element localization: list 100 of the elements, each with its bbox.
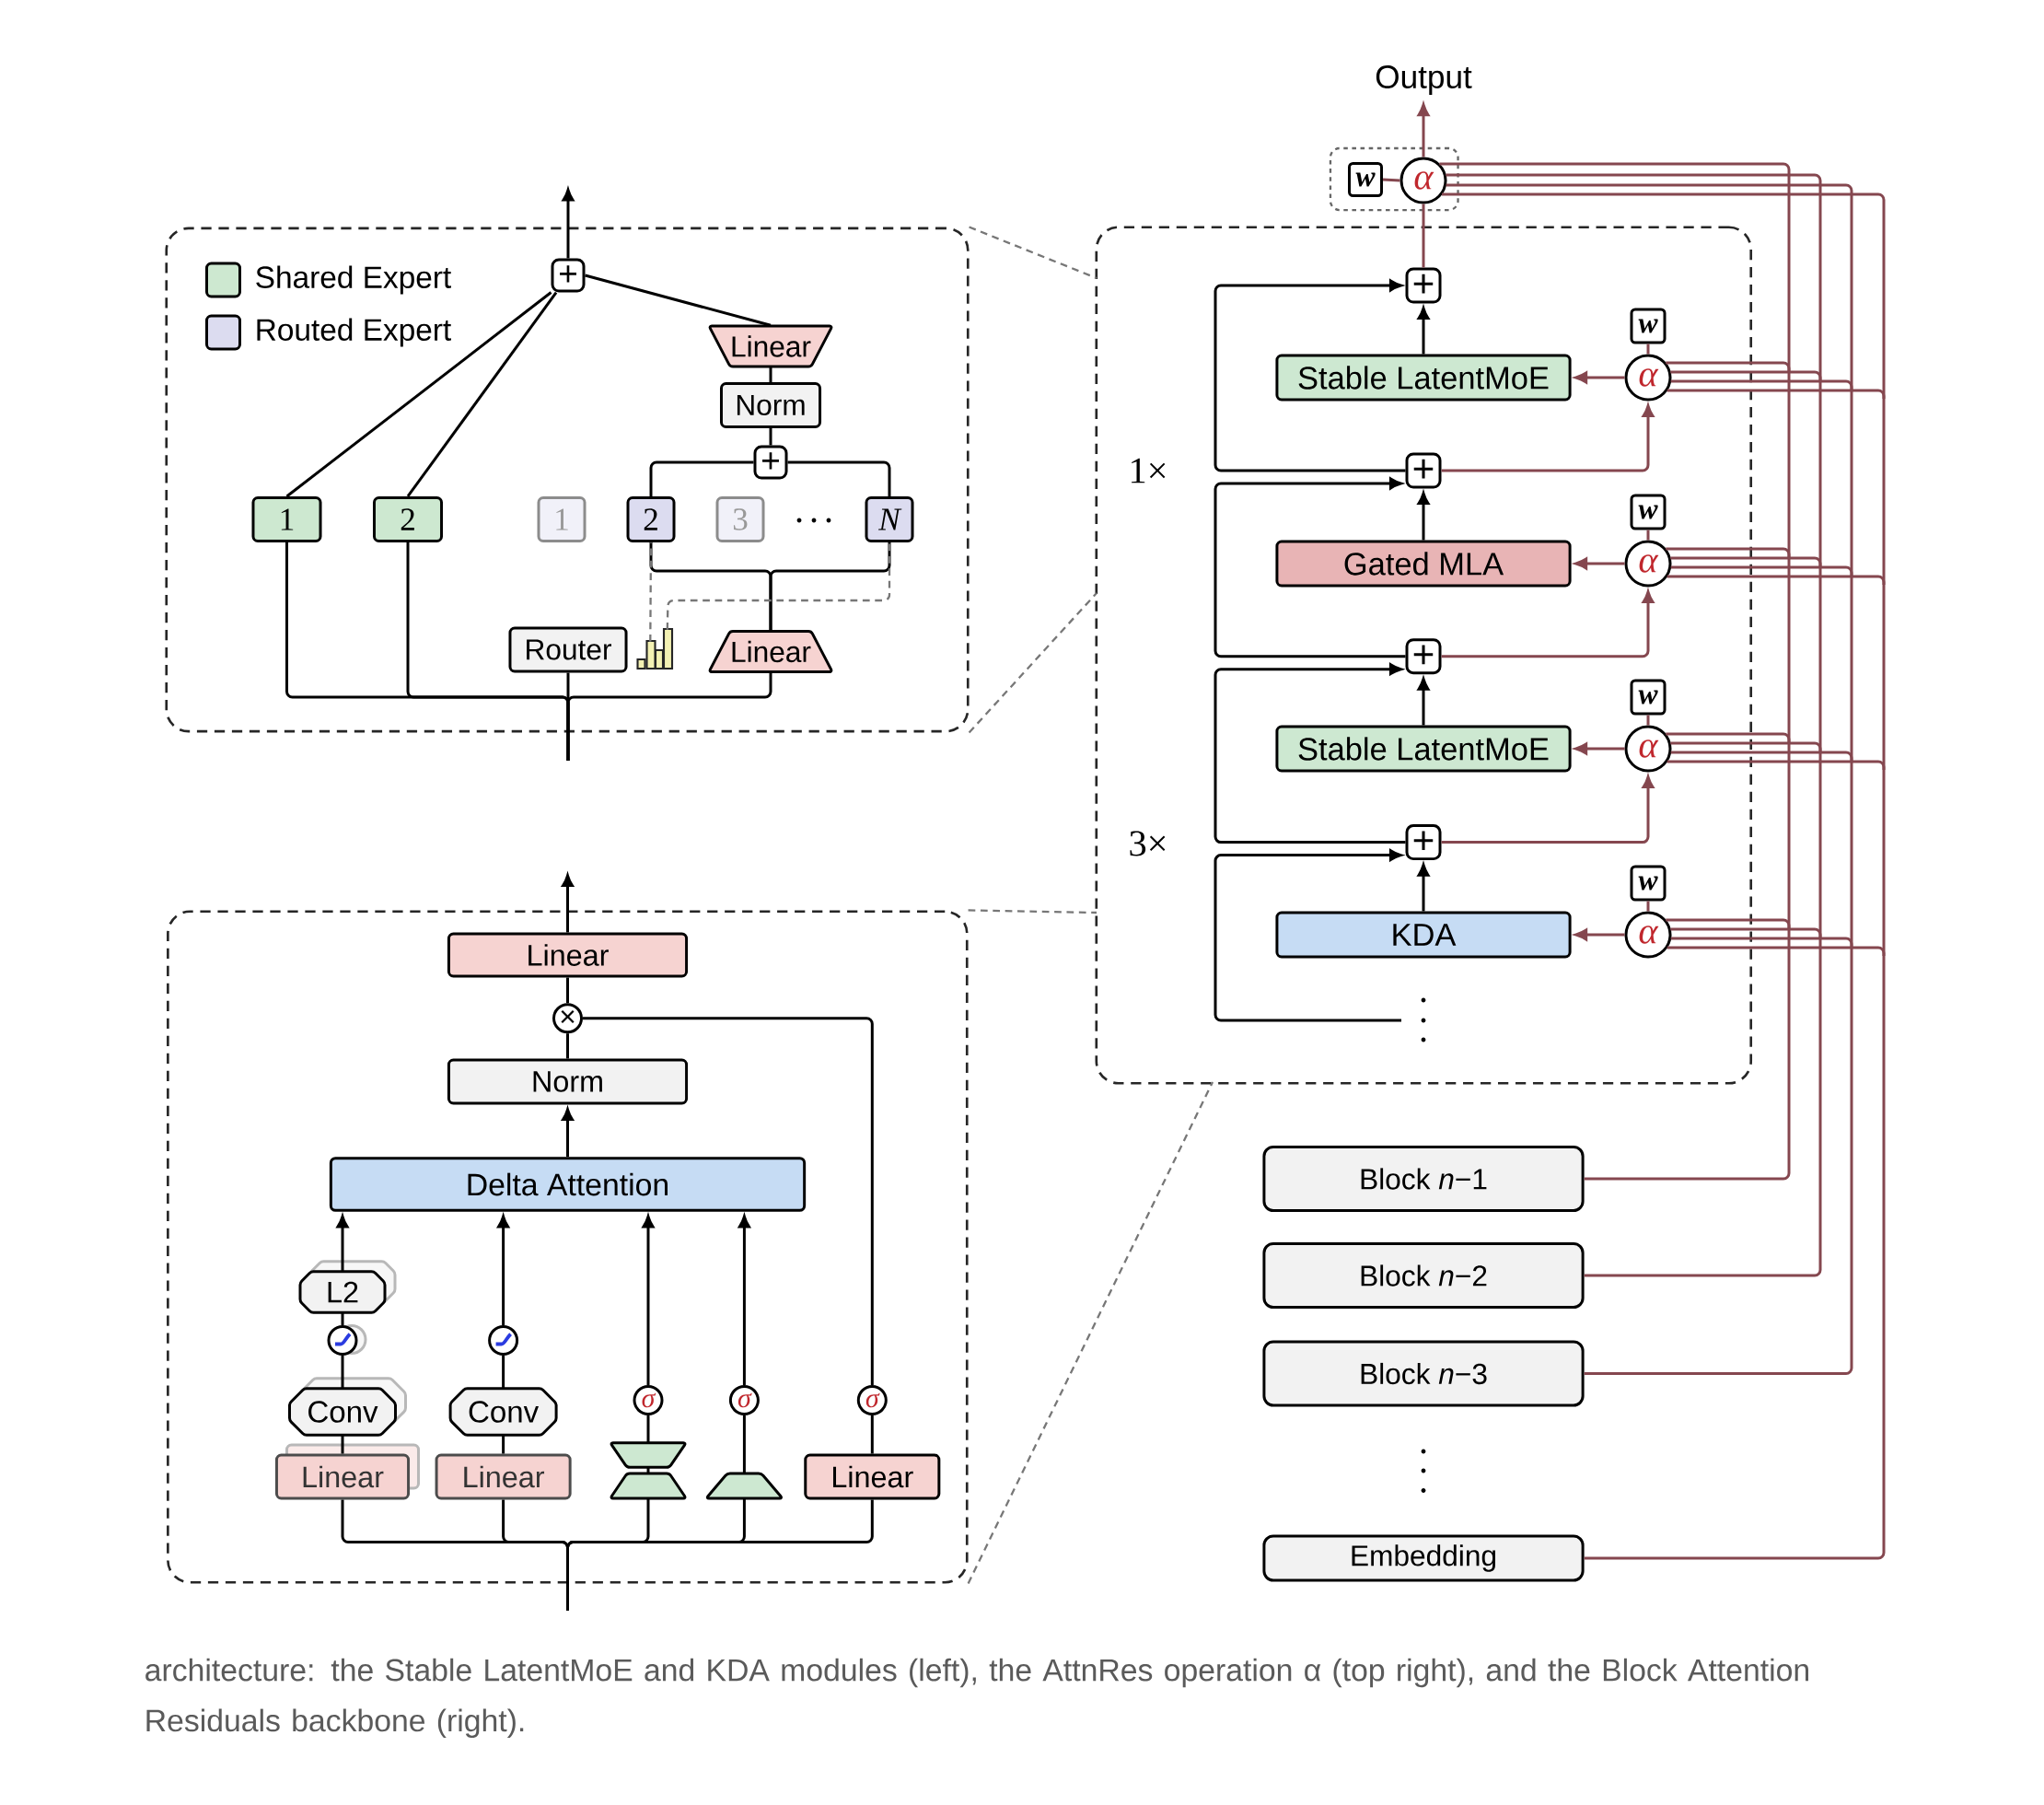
- connector-line: [1442, 192, 1886, 1560]
- arrow: [1214, 663, 1406, 844]
- plus-box: +: [1405, 824, 1442, 861]
- weight-box: w: [1348, 162, 1383, 197]
- arrow: [642, 1215, 655, 1385]
- trapezoid-shape: [705, 1472, 784, 1500]
- process-box: Norm: [720, 382, 822, 428]
- connector-line: [870, 1415, 874, 1454]
- connector-line: [1666, 547, 1791, 557]
- octagon-box: L2: [298, 1260, 397, 1314]
- connector-line: [1646, 530, 1650, 541]
- arrow: [336, 1215, 349, 1272]
- expert-box: 1: [251, 496, 322, 542]
- process-box: Norm: [447, 1058, 689, 1105]
- connector-line: [646, 1415, 650, 1442]
- connector-line: [1666, 732, 1791, 742]
- zoom-line: [969, 226, 1097, 280]
- connector-line: [566, 1033, 569, 1059]
- plus-box: +: [1405, 267, 1442, 304]
- bar-chart-icon: [636, 627, 674, 670]
- expert-box: 2: [373, 496, 444, 542]
- connector-line: [566, 1499, 874, 1611]
- weight-box: w: [1630, 494, 1667, 530]
- weight-box: w: [1630, 865, 1667, 902]
- dashed-line: [666, 542, 891, 630]
- plus-box: +: [551, 258, 586, 293]
- connector-line: [1446, 183, 1853, 1375]
- trapezoid-box: Linear: [708, 324, 833, 368]
- block-box: Block n−1: [1262, 1146, 1585, 1213]
- plus-box: +: [753, 445, 788, 480]
- connector-line: [585, 274, 772, 327]
- connector-line: [1670, 751, 1853, 761]
- connector-line: [502, 1436, 505, 1454]
- connector-line: [341, 1313, 344, 1325]
- faded-expert-box: 1: [537, 496, 586, 542]
- process-box: Linear: [274, 1443, 420, 1500]
- arrow: [562, 188, 575, 259]
- process-box: Stable LatentMoE: [1275, 725, 1572, 773]
- octagon-box: Conv: [448, 1387, 558, 1437]
- connector-line: [566, 977, 569, 1004]
- block-box: Block n−2: [1262, 1242, 1585, 1310]
- arrow: [1441, 775, 1655, 844]
- connector-line: [341, 1436, 344, 1454]
- connector-line: [1670, 937, 1853, 947]
- connector-line: [1422, 204, 1425, 268]
- connector-line: [1667, 575, 1886, 585]
- trapezoid-box: Linear: [708, 630, 833, 673]
- weight-box: w: [1630, 308, 1667, 344]
- process-box: Linear: [447, 932, 689, 978]
- connector-line: [1646, 715, 1650, 726]
- expert-box: 2: [626, 496, 676, 542]
- arrow: [1574, 371, 1625, 384]
- plus-box: +: [1405, 638, 1442, 675]
- connector-line: [1670, 927, 1822, 937]
- arrow: [1214, 279, 1406, 472]
- connector-line: [341, 1356, 344, 1388]
- zoom-line: [967, 1081, 1214, 1585]
- process-box: Linear: [804, 1453, 941, 1500]
- dashed-panel: [1095, 226, 1753, 1085]
- connector-line: [1382, 178, 1400, 182]
- trapezoid-shape: [610, 1441, 687, 1469]
- arrow: [1574, 928, 1625, 941]
- connector-line: [1446, 173, 1822, 1277]
- connector-line: [583, 1017, 874, 1385]
- plus-box: +: [1405, 452, 1442, 489]
- connector-line: [649, 460, 754, 496]
- arrow: [1214, 477, 1406, 658]
- expert-box: N: [865, 496, 914, 542]
- connector-line: [1670, 379, 1853, 390]
- dashed-panel: [167, 910, 969, 1584]
- connector-line: [406, 291, 558, 497]
- curve-icon: [327, 1324, 367, 1356]
- arrow: [1441, 404, 1655, 472]
- connector-line: [1646, 901, 1650, 912]
- block-box: Block n−3: [1262, 1340, 1585, 1407]
- weight-box: w: [1630, 679, 1667, 716]
- process-box: Router: [508, 626, 628, 673]
- dashed-line: [649, 542, 653, 642]
- connector-line: [502, 1356, 505, 1388]
- connector-line: [1670, 741, 1822, 751]
- process-box: Linear: [435, 1453, 572, 1500]
- output-label: Output: [1376, 65, 1472, 95]
- process-box: Delta Attention: [329, 1157, 807, 1212]
- repeat-label: 1×: [1132, 458, 1166, 483]
- connector-line: [1667, 760, 1886, 770]
- process-box: Gated MLA: [1275, 540, 1572, 588]
- trapezoid-shape: [610, 1472, 687, 1500]
- connector-line: [1667, 389, 1886, 399]
- repeat-label: 3×: [1130, 831, 1166, 856]
- legend-label: Shared Expert: [256, 265, 451, 295]
- connector-line: [769, 542, 891, 631]
- connector-line: [1670, 370, 1822, 380]
- arrow: [1574, 557, 1625, 570]
- connector-line: [1670, 556, 1822, 566]
- zoom-line: [968, 592, 1097, 734]
- connector-line: [646, 1468, 650, 1473]
- dotted-frame: [1329, 146, 1459, 212]
- connector-line: [1666, 361, 1791, 371]
- block-box: Embedding: [1262, 1534, 1585, 1582]
- connector-line: [769, 367, 772, 382]
